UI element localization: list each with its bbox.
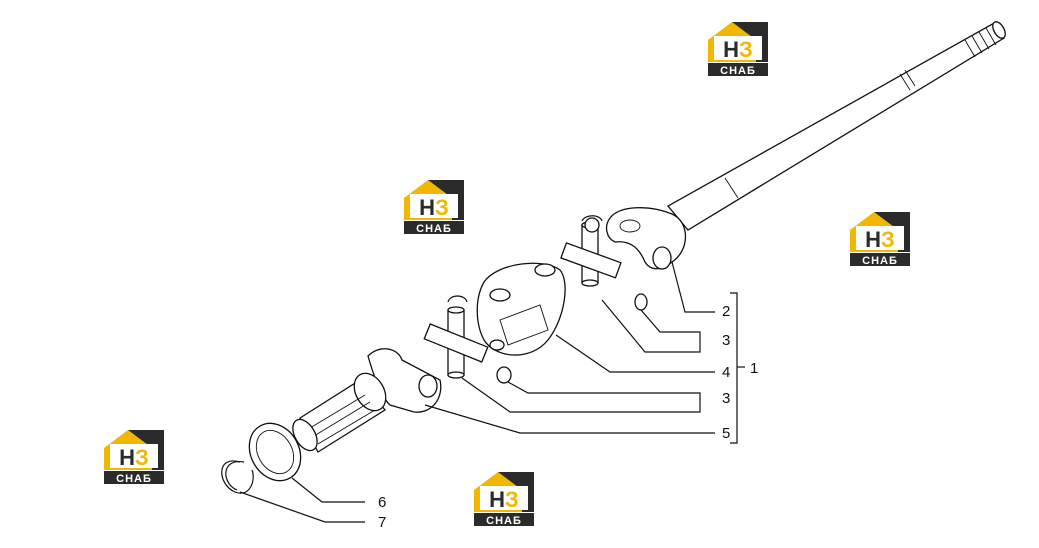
- retaining-ring: [221, 460, 254, 494]
- snap-ring: [447, 295, 468, 303]
- snap-ring: [496, 366, 512, 384]
- brand-logo: [708, 22, 768, 77]
- brand-logo: [474, 472, 534, 527]
- callout-1: 1: [750, 360, 758, 377]
- callout-5: 5: [722, 425, 730, 442]
- callout-2: 2: [722, 303, 730, 320]
- center-double-yoke: [476, 262, 566, 356]
- callout-7: 7: [378, 514, 386, 531]
- brand-logo: [850, 212, 910, 267]
- outer-yoke: [605, 207, 686, 270]
- universal-joint-cross-upper: [560, 217, 622, 287]
- brand-logo: [404, 180, 464, 235]
- inner-yoke-splined-shaft: [292, 348, 442, 453]
- universal-joint-cross-lower: [423, 306, 489, 379]
- brand-logo: [104, 430, 164, 485]
- thrust-washer: [248, 422, 302, 482]
- callout-4: 4: [722, 364, 730, 381]
- callout-3-upper: 3: [722, 332, 730, 349]
- callout-6: 6: [378, 494, 386, 511]
- axle-shaft: [667, 21, 1006, 231]
- snap-ring: [581, 215, 603, 222]
- snap-ring: [634, 293, 648, 311]
- callout-3-lower: 3: [722, 390, 730, 407]
- leader-lines: [239, 261, 745, 523]
